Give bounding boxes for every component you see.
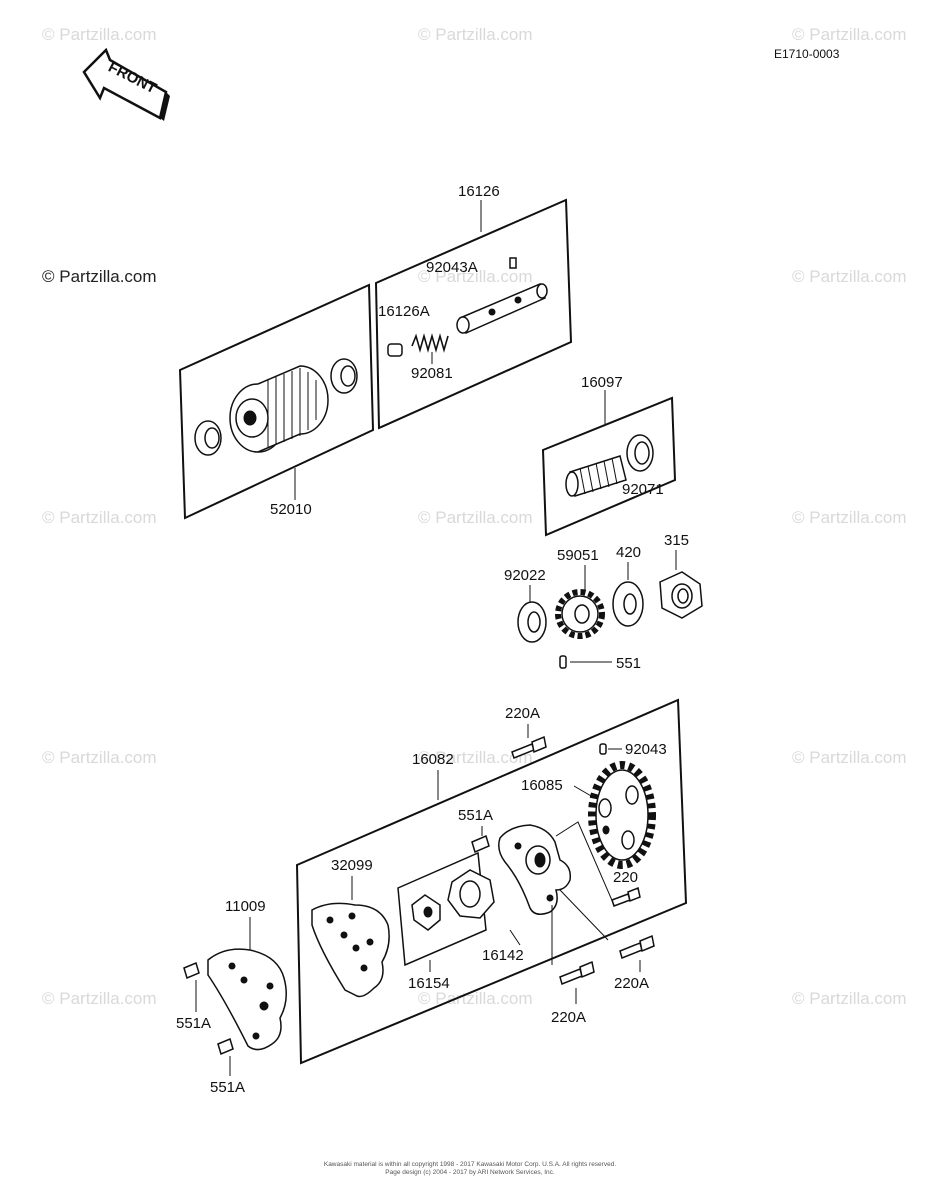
label-92043: 92043 <box>625 741 667 758</box>
label-16085: 16085 <box>521 777 563 794</box>
watermark: © Partzilla.com <box>42 508 157 527</box>
label-551A-mid: 551A <box>458 807 493 824</box>
label-551A-bottom: 551A <box>210 1079 245 1096</box>
bolt-220 <box>611 886 641 907</box>
label-551: 551 <box>616 655 641 672</box>
bolt-220A-top <box>511 735 547 759</box>
label-16154: 16154 <box>408 975 450 992</box>
label-92022: 92022 <box>504 567 546 584</box>
label-52010: 52010 <box>270 501 312 518</box>
label-16142: 16142 <box>482 947 524 964</box>
oil-filter-52010 <box>229 365 329 453</box>
watermark: © Partzilla.com <box>792 25 907 44</box>
pin-92043A <box>509 257 517 269</box>
label-315: 315 <box>664 532 689 549</box>
reference-code: E1710-0003 <box>774 47 840 61</box>
panel-oil-filter: 52010 <box>178 283 375 520</box>
dowel-pin-551A-left <box>183 961 200 980</box>
footer-design: Page design (c) 2004 - 2017 by ARI Netwo… <box>385 1169 555 1176</box>
washer-92022 <box>517 601 547 643</box>
dowel-pin-551A-mid <box>471 834 490 854</box>
footer-copyright: Kawasaki material is within all copyrigh… <box>324 1161 616 1168</box>
watermark: © Partzilla.com <box>42 989 157 1008</box>
filter-oring-left <box>194 420 222 456</box>
label-220A-top: 220A <box>505 705 540 722</box>
gasket-group: 11009 551A 551A <box>176 898 287 1096</box>
front-direction-arrow: FRONT <box>82 47 170 121</box>
pump-body-16142 <box>498 824 572 915</box>
watermark: © Partzilla.com <box>792 989 907 1008</box>
dowel-pin-551A-bottom <box>217 1037 234 1056</box>
gasket-11009 <box>207 948 287 1051</box>
pump-cover-32099 <box>311 902 390 998</box>
label-11009: 11009 <box>225 898 266 915</box>
label-92043A: 92043A <box>426 259 478 276</box>
watermark: © Partzilla.com <box>418 748 533 767</box>
panel-relief-valve: 16126 92043A 16126A 92081 <box>374 183 573 430</box>
label-92081: 92081 <box>411 365 453 382</box>
watermark: © Partzilla.com <box>792 267 907 286</box>
panel-oil-pump: 16082 220A 92043 16085 551A <box>295 698 688 1065</box>
watermark: © Partzilla.com <box>42 748 157 767</box>
pin-551 <box>559 655 567 669</box>
label-220A-right: 220A <box>614 975 649 992</box>
label-16082: 16082 <box>412 751 454 768</box>
label-220: 220 <box>613 869 638 886</box>
watermark: © Partzilla.com <box>418 25 533 44</box>
washer-420 <box>612 581 644 627</box>
pin-92043 <box>599 743 607 755</box>
label-220A-bottom: 220A <box>551 1009 586 1026</box>
label-16097: 16097 <box>581 374 623 391</box>
pump-drive-gear-group: 92022 59051 420 315 551 <box>504 532 703 672</box>
bolt-220A-bottom <box>559 960 595 986</box>
watermark: © Partzilla.com <box>418 267 533 286</box>
label-551A-left: 551A <box>176 1015 211 1032</box>
watermark-main: © Partzilla.com <box>42 267 157 286</box>
label-32099: 32099 <box>331 857 373 874</box>
label-92071: 92071 <box>622 481 664 498</box>
watermark: © Partzilla.com <box>42 25 157 44</box>
label-16126: 16126 <box>458 183 500 200</box>
watermark: © Partzilla.com <box>792 748 907 767</box>
spring-92081 <box>411 333 449 353</box>
watermark: © Partzilla.com <box>792 508 907 527</box>
oring-92071 <box>626 434 654 472</box>
relief-valve-body <box>456 282 548 335</box>
panel-oil-screen: 16097 92071 <box>541 374 677 537</box>
oil-screen-16097 <box>565 455 627 497</box>
filter-oring-right <box>330 358 358 394</box>
relief-ball-16126A <box>387 343 403 357</box>
sprocket-16085 <box>588 761 656 869</box>
label-16126A: 16126A <box>378 303 430 320</box>
nut-315 <box>659 571 703 619</box>
label-420: 420 <box>616 544 641 561</box>
gear-59051 <box>555 589 605 639</box>
label-59051: 59051 <box>557 547 599 564</box>
watermark: © Partzilla.com <box>418 508 533 527</box>
bolt-220A-right <box>619 934 655 960</box>
rotor-set-16154 <box>397 851 495 967</box>
